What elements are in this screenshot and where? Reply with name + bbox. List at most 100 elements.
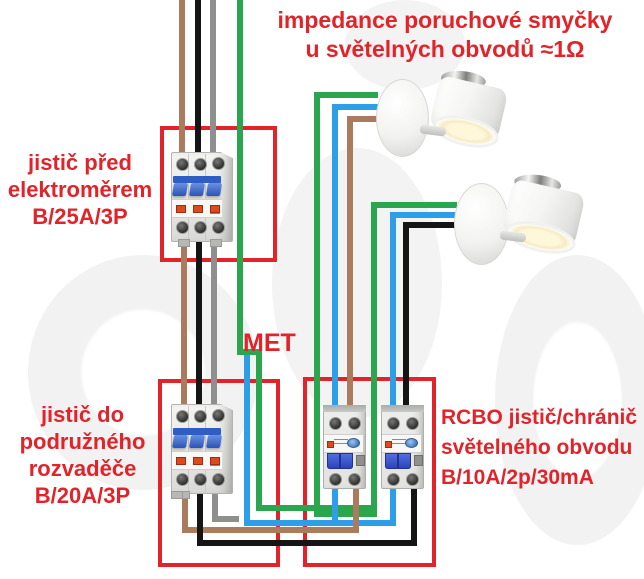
wall-lamp-1	[376, 68, 509, 157]
label-rcbo: RCBO jistič/chránič světelného obvodu B/…	[441, 403, 643, 493]
terminal-screw	[387, 473, 400, 486]
wire-L3-gray	[210, 0, 216, 162]
status-window	[193, 205, 203, 213]
terminal-screw	[212, 473, 225, 486]
label-impedance-note: impedance poruchové smyčky u světelných …	[252, 6, 638, 64]
wire-PE-bus	[314, 511, 377, 517]
wire-N-lamp1	[332, 104, 378, 110]
main-breaker-rating: B/25A/3P	[32, 204, 128, 229]
wire-L2-black	[196, 234, 202, 410]
terminal-screw	[194, 410, 207, 423]
wire-N-lamp1	[332, 104, 338, 409]
wire-L2-black	[195, 0, 201, 162]
status-window	[385, 441, 392, 448]
wire-L3-gray	[211, 234, 217, 410]
terminal-screw	[176, 410, 189, 423]
terminal-screw	[348, 473, 361, 486]
breaker-toggle	[171, 183, 189, 196]
main-breaker-line2: elektroměrem	[7, 177, 153, 202]
rcbo-toggle	[385, 453, 411, 469]
breaker-toggle	[188, 183, 206, 196]
terminal-screw	[406, 417, 419, 430]
wire-PEN-green	[237, 0, 243, 355]
sub-breaker-line3: rozvaděče	[28, 456, 137, 481]
lamp-head	[499, 172, 587, 260]
status-window	[176, 205, 186, 213]
wire-feed-L1-brown	[182, 486, 188, 533]
terminal-screw	[329, 417, 342, 430]
status-window	[210, 457, 220, 465]
status-window	[176, 457, 186, 465]
main-breaker-line1: jistič před	[28, 150, 132, 175]
highlight-box-sub-breaker	[158, 379, 280, 567]
rcbo2-device	[381, 405, 424, 489]
test-button	[405, 438, 418, 448]
wire-PEN-met-jog	[237, 349, 262, 355]
terminal-screw	[212, 221, 225, 234]
terminal-screw	[329, 473, 342, 486]
sub-breaker-rating: B/20A/3P	[34, 483, 131, 508]
wire-L-lamp2	[403, 222, 409, 409]
wire-N-blue	[244, 355, 250, 526]
impedance-note-line1: impedance poruchové smyčky	[277, 7, 613, 33]
rcbo-line2: světelného obvodu	[441, 436, 633, 459]
wire-N-lamp2	[390, 212, 457, 218]
terminal-screw	[212, 157, 225, 170]
sub-breaker-line2: podružného	[19, 429, 146, 454]
rcbo-rating: B/10A/2p/30mA	[441, 466, 594, 489]
breaker-toggle	[205, 435, 223, 448]
sub-breaker-device	[171, 404, 233, 499]
breaker-toggle	[188, 435, 206, 448]
label-main-breaker: jistič před elektroměrem B/25A/3P	[0, 149, 160, 230]
wire-L1-brown	[179, 0, 185, 162]
wire-L1-brown	[181, 234, 187, 410]
test-button	[347, 438, 360, 448]
wire-feed-L1-brown	[353, 486, 359, 533]
wall-lamp-2	[454, 172, 586, 265]
impedance-note-line2: u světelných obvodů ≈1Ω	[305, 36, 585, 62]
lamp-head	[426, 68, 510, 154]
label-met: MET	[243, 329, 296, 357]
highlight-box-rcbo	[303, 377, 436, 567]
wire-feed-L2-black	[197, 540, 417, 546]
status-window	[210, 205, 220, 213]
breaker-toggle	[171, 435, 189, 448]
wire-N-bus	[244, 520, 396, 526]
terminal-screw	[194, 473, 207, 486]
rcbo-toggle	[327, 453, 353, 469]
status-window	[327, 441, 334, 448]
terminal-screw	[176, 473, 189, 486]
lamp-mount	[376, 79, 429, 157]
terminal-screw	[387, 417, 400, 430]
wire-N-rcbo2	[390, 486, 396, 524]
wire-feed-L1-brown	[182, 527, 359, 533]
wire-PE-green	[256, 349, 262, 511]
wire-feed-L2-black	[197, 486, 203, 546]
terminal-screw	[194, 221, 207, 234]
status-window	[193, 457, 203, 465]
highlight-box-main-breaker	[160, 126, 277, 262]
terminal-screw	[176, 221, 189, 234]
watermark	[272, 148, 442, 418]
lamp-mount	[454, 183, 509, 265]
wire-PE-lamp2	[371, 202, 457, 208]
terminal-screw	[406, 473, 419, 486]
main-breaker-device	[171, 152, 233, 247]
terminal-screw	[212, 409, 225, 422]
wire-feed-L2-black	[411, 486, 417, 546]
terminal-screw	[348, 417, 361, 430]
wire-PE-lamp2	[371, 202, 377, 517]
wire-L-lamp2	[403, 222, 457, 228]
watermark	[495, 255, 644, 545]
wire-L-lamp1	[347, 116, 378, 122]
wire-L3-spare-stub	[212, 516, 239, 522]
wire-L-lamp1	[347, 116, 353, 409]
wire-L3-spare-stub	[212, 486, 218, 522]
terminal-screw	[194, 158, 207, 171]
terminal-screw	[176, 158, 189, 171]
rcbo1-device	[323, 405, 366, 489]
wire-PE-lamp1	[314, 92, 378, 98]
wire-N-rcbo1	[332, 486, 338, 524]
sub-breaker-line1: jistič do	[40, 402, 125, 427]
